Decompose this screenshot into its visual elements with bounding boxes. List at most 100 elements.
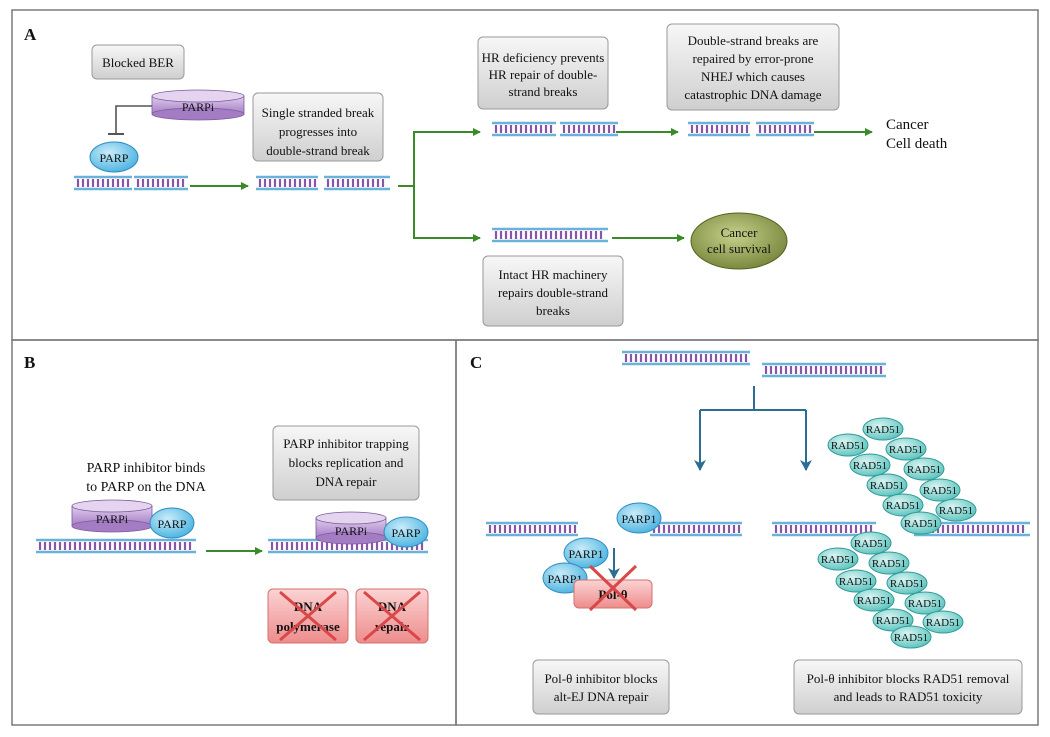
- nhej-line2: repaired by error-prone: [692, 51, 813, 66]
- dna-polymerase-line2: polymerase: [276, 619, 340, 634]
- rad51-protein: RAD51: [903, 457, 945, 481]
- rad51-protein: RAD51: [872, 608, 914, 632]
- dna-segment: [324, 175, 390, 191]
- trapping-line2: blocks replication and: [289, 455, 404, 470]
- dna-repair-blocked: DNA repair: [355, 588, 429, 644]
- intact-hr-box: [482, 255, 624, 327]
- rad51-protein: RAD51: [850, 531, 892, 555]
- parpi-drug-a: PARPi: [151, 89, 245, 121]
- rad51-label: RAD51: [886, 500, 920, 512]
- trapping-box: [272, 425, 420, 501]
- rad51-protein: RAD51: [904, 591, 946, 615]
- rad51-protein: RAD51: [886, 571, 928, 595]
- rad51-protein: RAD51: [853, 588, 895, 612]
- panel-c-label: C: [470, 353, 482, 372]
- nhej-line3: NHEJ which causes: [701, 69, 805, 84]
- parp-label-b1: PARP: [158, 517, 187, 531]
- rad51-label: RAD51: [854, 538, 888, 550]
- parp-label-a: PARP: [100, 151, 129, 165]
- alt-ej-line1: Pol-θ inhibitor blocks: [544, 671, 657, 686]
- parp-enzyme-b1: PARP: [149, 507, 195, 539]
- intact-hr-text: Intact HR machinery repairs double-strand…: [498, 267, 609, 318]
- ssb-line3: double-strand break: [266, 143, 370, 158]
- rad51-label: RAD51: [857, 595, 891, 607]
- rad51-protein: RAD51: [935, 498, 977, 522]
- arrow-branch-down: [413, 186, 481, 242]
- survival-line1: Cancer: [721, 225, 758, 240]
- dna-segment: [74, 175, 132, 191]
- rad51-protein: RAD51: [890, 625, 932, 649]
- rad51-label: RAD51: [839, 576, 873, 588]
- ssb-line2: progresses into: [279, 124, 357, 139]
- dna-segment: [756, 121, 814, 137]
- rad51-protein: RAD51: [922, 610, 964, 634]
- ssb-line1: Single stranded break: [262, 105, 375, 120]
- rad51-protein: RAD51: [919, 478, 961, 502]
- rad51-label: RAD51: [923, 485, 957, 497]
- dna-segment: [650, 521, 742, 537]
- trapping-text: PARP inhibitor trapping blocks replicatio…: [283, 436, 409, 489]
- cross-icon: [363, 590, 421, 642]
- cross-icon: [588, 564, 638, 612]
- inhibition-line: [115, 105, 152, 134]
- ssb-text: Single stranded break progresses into doub…: [262, 105, 375, 158]
- dna-segment: [36, 538, 196, 554]
- cancer-text: Cancer: [886, 117, 928, 133]
- parp1-enzyme-1: PARP1: [616, 502, 662, 534]
- rad51-label: RAD51: [866, 424, 900, 436]
- rad51-label: RAD51: [894, 632, 928, 644]
- dna-segment: [486, 521, 578, 537]
- rad51-label: RAD51: [907, 464, 941, 476]
- intact-hr-line1: Intact HR machinery: [498, 267, 608, 282]
- ssb-box: [252, 92, 384, 162]
- parp-binds-line1: PARP inhibitor binds: [87, 461, 206, 476]
- rad51-protein: RAD51: [866, 473, 908, 497]
- rad51-label: RAD51: [870, 480, 904, 492]
- hr-deficiency-box: [477, 36, 609, 110]
- parp-enzyme-b2: PARP: [383, 516, 429, 548]
- nhej-line4: catastrophic DNA damage: [684, 87, 821, 102]
- nhej-line1: Double-strand breaks are: [688, 33, 819, 48]
- cross-icon: [279, 590, 337, 642]
- blocked-ber-text: Blocked BER: [102, 55, 174, 70]
- dna-segment: [134, 175, 188, 191]
- nhej-text: Double-strand breaks are repaired by erro…: [684, 33, 821, 102]
- intact-hr-line2: repairs double-strand: [498, 285, 609, 300]
- blocked-ber-box: [91, 44, 185, 80]
- parpi-label-b1: PARPi: [96, 512, 129, 526]
- rad51-protein: RAD51: [827, 433, 869, 457]
- dna-segment: [762, 362, 886, 378]
- dna-polymerase-blocked: DNA polymerase: [267, 588, 349, 644]
- hr-deficiency-line2: HR repair of double-: [489, 67, 598, 82]
- survival-line2: cell survival: [707, 241, 771, 256]
- rad51-label: RAD51: [889, 444, 923, 456]
- rad51-label: RAD51: [939, 505, 973, 517]
- hr-deficiency-line1: HR deficiency prevents: [482, 50, 605, 65]
- trapping-line3: DNA repair: [315, 474, 377, 489]
- parpi-drug-b1: PARPi: [71, 499, 153, 533]
- parp-label-b2: PARP: [392, 526, 421, 540]
- parp-enzyme-a: PARP: [89, 141, 139, 173]
- rad51-label: RAD51: [876, 615, 910, 627]
- parp1-label-1: PARP1: [622, 512, 657, 526]
- cancer-cell-survival: Cancer cell survival: [690, 212, 788, 270]
- parp1-label-2: PARP1: [569, 547, 604, 561]
- parpi-label-a: PARPi: [182, 100, 215, 114]
- parpi-label-b2: PARPi: [335, 524, 368, 538]
- rad51-protein: RAD51: [835, 569, 877, 593]
- trapping-line1: PARP inhibitor trapping: [283, 436, 409, 451]
- rad51-protein: RAD51: [885, 437, 927, 461]
- alt-ej-line2: alt-EJ DNA repair: [554, 689, 649, 704]
- arrow-branch-up: [398, 128, 481, 187]
- cell-death-text: Cell death: [886, 136, 948, 152]
- panel-c-frame: [455, 339, 1039, 726]
- dna-segment: [492, 121, 556, 137]
- dna-segment: [622, 350, 750, 366]
- intact-hr-line3: breaks: [536, 303, 570, 318]
- rad51-label: RAD51: [908, 598, 942, 610]
- parpi-drug-b2: PARPi: [315, 511, 387, 545]
- alt-ej-box: [532, 659, 670, 715]
